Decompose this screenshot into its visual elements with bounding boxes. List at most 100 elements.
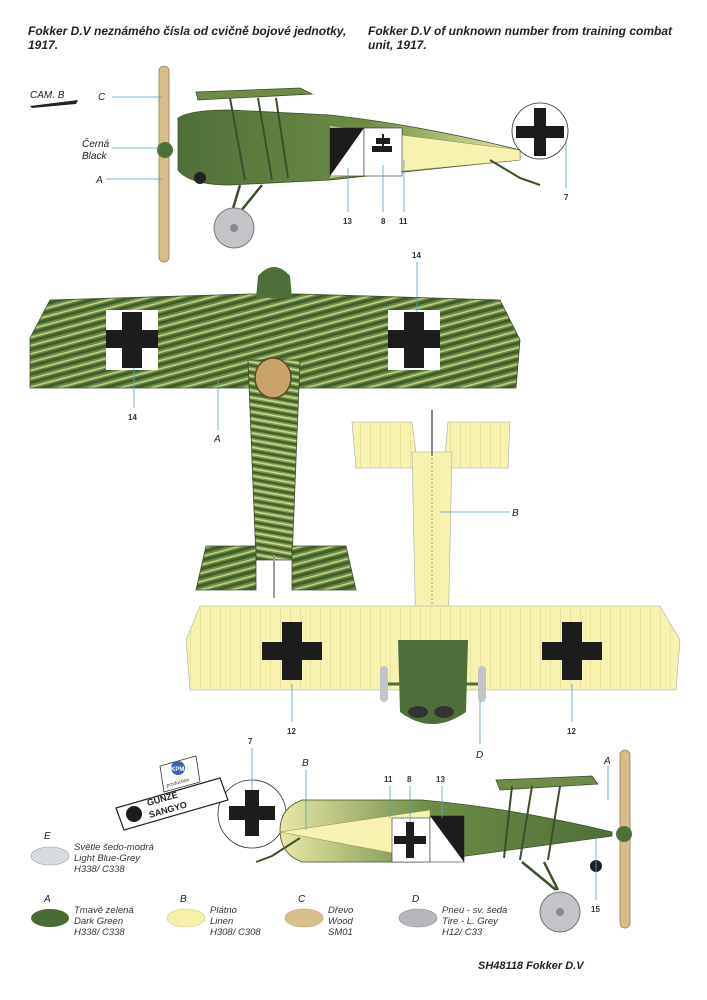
swatch-text-b: Plátno Linen H308/ C308 xyxy=(210,905,261,938)
side-spinner xyxy=(157,142,173,158)
side-black-triangle xyxy=(330,128,364,176)
swatch-c-code: SM01 xyxy=(328,927,353,938)
bottom-stabilizer-left xyxy=(351,421,419,469)
side-upper-wing xyxy=(195,87,314,101)
kpm-logo-icon xyxy=(171,761,185,775)
swatch-d-en: Tire - L. Grey xyxy=(442,916,498,927)
bottom-wheel-left xyxy=(380,666,388,702)
swatch-b-en: Linen xyxy=(210,916,234,927)
side-num-7: 7 xyxy=(564,193,569,202)
side-gear-struts xyxy=(230,184,263,213)
top-num-14-top: 14 xyxy=(412,251,421,260)
product-code-footer: SH48118 Fokker D.V xyxy=(478,960,584,972)
swatch-d xyxy=(398,908,438,928)
swatch-text-e: Světle šedo-modrá Light Blue-Grey H338/ … xyxy=(74,842,154,875)
gunze-badge xyxy=(115,777,229,831)
swatch-e-en: Light Blue-Grey xyxy=(74,853,141,864)
cam-underline xyxy=(30,100,78,108)
right-tail-skid xyxy=(255,837,301,863)
right-num-15: 15 xyxy=(591,905,600,914)
swatch-b xyxy=(166,908,206,928)
right-gear-struts xyxy=(521,861,560,891)
bottom-label-d: D xyxy=(476,750,483,761)
top-stabilizer-right xyxy=(291,545,357,591)
side-cross-small xyxy=(372,134,392,152)
swatch-b-cz: Plátno xyxy=(210,905,237,916)
camouflage-label: CAM. B xyxy=(30,90,65,101)
swatch-key-c: C xyxy=(298,894,306,905)
bottom-view: B 12 12 D xyxy=(185,410,681,761)
right-num-8: 8 xyxy=(407,775,412,784)
bottom-num-12-left: 12 xyxy=(287,727,296,736)
right-label-a: A xyxy=(603,756,611,767)
swatch-a-cz: Tmavě zelená xyxy=(74,905,134,916)
side-label-a: A xyxy=(95,175,103,186)
gunze-logo-icon xyxy=(126,806,142,822)
side-num-13: 13 xyxy=(343,217,352,226)
swatch-b-code: H308/ C308 xyxy=(210,927,261,938)
bottom-label-b: B xyxy=(512,508,519,519)
right-cross-small xyxy=(394,822,426,858)
swatch-e-cz: Světle šedo-modrá xyxy=(74,842,154,853)
kpm-text: KPM xyxy=(171,767,184,773)
swatch-key-d: D xyxy=(412,894,420,905)
side-label-black-cz: Černá xyxy=(82,137,110,150)
right-num-7: 7 xyxy=(248,737,253,746)
right-struts xyxy=(503,785,561,861)
bottom-nose xyxy=(398,640,468,724)
swatch-d-code: H12/ C33 xyxy=(442,927,483,938)
bottom-num-12-right: 12 xyxy=(567,727,576,736)
side-num-8: 8 xyxy=(381,217,386,226)
right-black-triangle xyxy=(430,816,464,862)
top-view: 14 14 A xyxy=(29,251,521,598)
top-stabilizer-left xyxy=(195,545,257,591)
side-label-c: C xyxy=(98,92,106,103)
color-swatches xyxy=(30,846,438,928)
swatch-text-a: Tmavě zelená Dark Green H338/ C338 xyxy=(74,905,134,938)
swatch-a xyxy=(31,909,69,927)
swatch-c-cz: Dřevo xyxy=(328,905,354,916)
swatch-a-code: H338/ C338 xyxy=(74,927,125,938)
swatch-e-code: H338/ C338 xyxy=(74,864,125,875)
brand-logos: KPM production GUNZE SANGYO xyxy=(115,755,229,831)
bottom-stabilizer-right xyxy=(443,421,511,469)
right-spinner xyxy=(616,826,632,842)
header-english: Fokker D.V of unknown number from traini… xyxy=(368,24,673,52)
bottom-exhaust-left xyxy=(408,706,428,718)
top-cross-right xyxy=(388,310,440,370)
side-propeller xyxy=(158,65,170,263)
top-num-14-left: 14 xyxy=(128,413,137,422)
swatch-a-en: Dark Green xyxy=(74,916,124,927)
swatch-key-b: B xyxy=(180,894,187,905)
right-upper-wing xyxy=(495,775,599,791)
top-label-a: A xyxy=(213,434,221,445)
side-num-11: 11 xyxy=(399,217,408,226)
top-cross-left xyxy=(106,310,158,370)
side-rudder-cross xyxy=(516,108,564,156)
swatch-c-en: Wood xyxy=(328,916,353,927)
swatch-c xyxy=(284,908,324,928)
bottom-exhaust-right xyxy=(434,706,454,718)
right-num-13: 13 xyxy=(436,775,445,784)
side-exhaust xyxy=(194,172,206,184)
swatch-text-d: Pneu - sv. šedá Tire - L. Grey H12/ C33 xyxy=(442,905,507,938)
swatch-d-cz: Pneu - sv. šedá xyxy=(442,905,508,916)
side-view-left: C Černá Black A 13 8 11 7 xyxy=(30,65,569,263)
swatch-key-a: A xyxy=(44,894,51,905)
bottom-cross-right xyxy=(542,622,602,680)
side-tail-skid xyxy=(489,159,541,186)
swatch-key-e: E xyxy=(44,831,51,842)
right-num-11: 11 xyxy=(384,775,393,784)
side-wheel-hub xyxy=(230,224,238,232)
bottom-wheel-right xyxy=(478,666,486,702)
right-wheel-hub xyxy=(556,908,564,916)
right-label-b: B xyxy=(302,758,309,769)
kpm-production: production xyxy=(166,777,190,789)
side-struts xyxy=(229,97,289,181)
swatch-e xyxy=(30,846,70,866)
right-rudder-cross xyxy=(229,790,275,836)
bottom-cross-left xyxy=(262,622,322,680)
top-nose xyxy=(256,267,292,298)
side-view-right: 7 B 11 8 13 A 15 xyxy=(217,737,632,933)
